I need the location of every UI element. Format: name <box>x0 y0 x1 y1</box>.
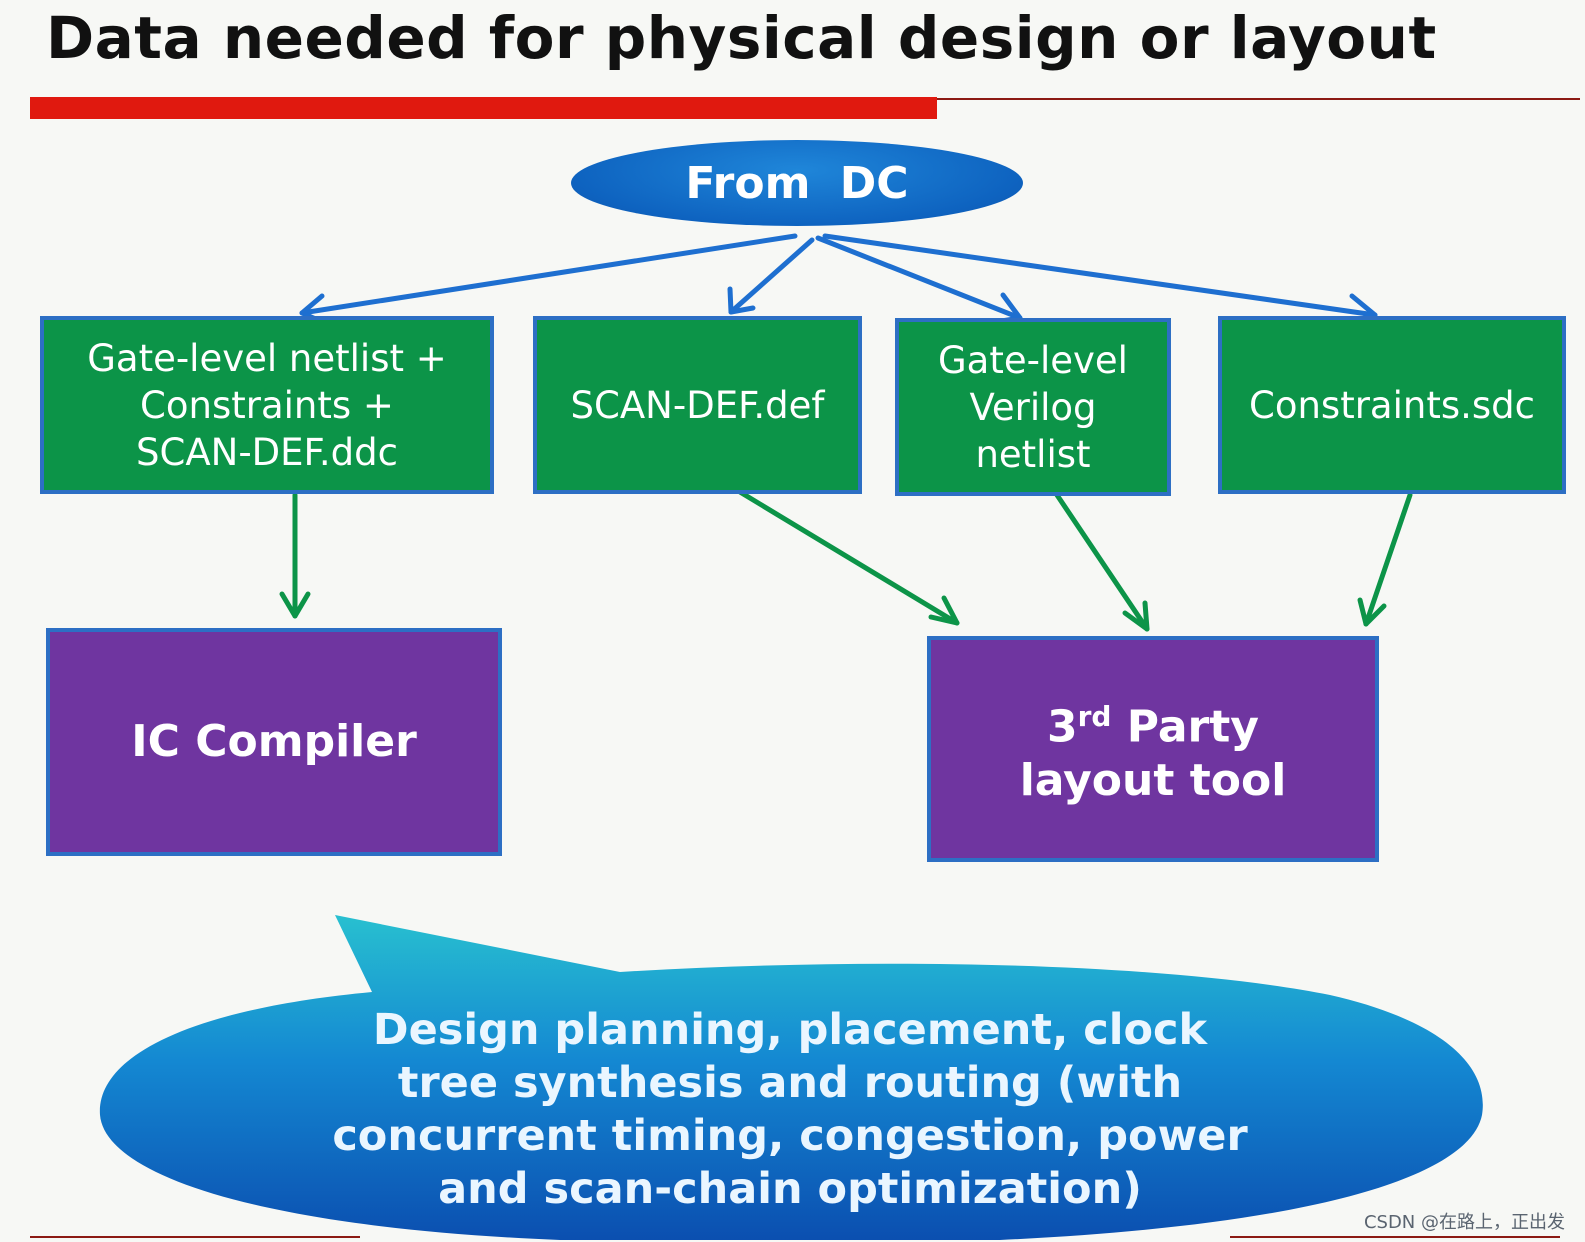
input-box-verilog-netlist: Gate-level Verilog netlist <box>895 318 1171 496</box>
bottom-rule-left <box>30 1236 360 1238</box>
callout-bubble <box>99 915 1483 1240</box>
title-underline-thin <box>937 98 1580 100</box>
input-label-scan-def: SCAN-DEF.def <box>570 383 825 427</box>
tool-arrows <box>279 489 1413 632</box>
tool-label-ic-compiler: IC Compiler <box>131 716 417 767</box>
arrow-def-to-third-party <box>737 489 960 626</box>
tool-box-ic-compiler: IC Compiler <box>46 628 502 856</box>
bottom-rule-right <box>1230 1236 1560 1238</box>
arrow-to-input-1 <box>299 233 798 326</box>
arrow-to-input-2 <box>727 237 815 315</box>
source-oval-from-dc: From DC <box>571 140 1023 226</box>
input-label-verilog-netlist: Gate-level Verilog netlist <box>938 338 1128 476</box>
title-underline-red <box>30 97 937 119</box>
arrow-to-input-4 <box>822 233 1378 325</box>
arrow-to-ic-compiler <box>279 492 311 619</box>
source-arrows <box>299 233 1378 326</box>
input-label-netlist-constraints-ddc: Gate-level netlist + Constraints + SCAN-… <box>87 336 447 474</box>
input-box-netlist-constraints-ddc: Gate-level netlist + Constraints + SCAN-… <box>40 316 494 494</box>
arrow-sdc-to-third-party <box>1357 492 1413 627</box>
watermark-text: CSDN @在路上，正出发 <box>1363 1212 1565 1233</box>
page-title: Data needed for physical design or layou… <box>46 4 1437 72</box>
input-box-constraints-sdc: Constraints.sdc <box>1218 316 1566 494</box>
tool-label-third-party: 3rd Party layout tool <box>1019 699 1287 807</box>
callout-text: Design planning, placement, clock tree s… <box>332 1005 1248 1214</box>
tool-box-third-party-layout-tool: 3rd Party layout tool <box>927 636 1379 862</box>
input-label-constraints-sdc: Constraints.sdc <box>1249 383 1535 427</box>
arrow-verilog-to-third-party <box>1054 492 1150 632</box>
input-box-scan-def: SCAN-DEF.def <box>533 316 862 494</box>
